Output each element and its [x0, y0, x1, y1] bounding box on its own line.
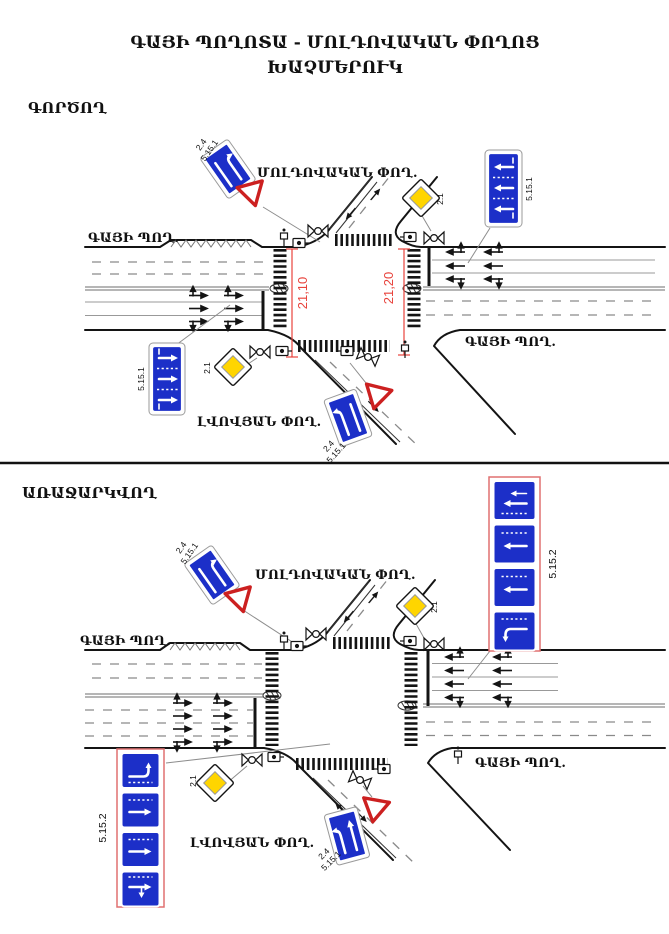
priority-road-sign-s: 2.1	[188, 764, 234, 802]
lane-sign-square	[120, 752, 161, 789]
panel-proposed: ԱՌԱՋԱՐԿՎՈՂ	[22, 476, 666, 908]
traffic-light-icon	[423, 231, 445, 245]
street-label-gai-east: ԳԱՅԻ ՊՈՂ.	[475, 756, 566, 771]
pedestrian-signal-icon	[292, 237, 310, 249]
dimension-west: 21,10	[286, 248, 310, 358]
dimension-east-value: 21,20	[381, 272, 396, 305]
priority-road-sign-ne: 2.1	[402, 179, 445, 217]
lane-sign-square	[492, 523, 537, 565]
traffic-light-icon	[249, 345, 271, 359]
street-label-moldovakan: ՄՈԼԴՈՎԱԿԱՆ ՓՈՂ.	[257, 166, 417, 181]
yield-sign-icon	[364, 382, 394, 411]
yield-sign-icon	[362, 796, 392, 824]
moldovakan-street-markings	[329, 175, 391, 234]
signal-pole-icon	[279, 630, 289, 650]
pedestrian-signal-icon	[373, 763, 391, 775]
sign-code: 5.15.1	[136, 367, 146, 391]
lane-sign-square	[492, 610, 537, 652]
street-label-moldovakan: ՄՈԼԴՈՎԱԿԱՆ ՓՈՂ.	[255, 568, 415, 583]
sign-code: 5.15.1	[524, 177, 534, 201]
traffic-light-icon	[241, 753, 263, 767]
lane-sign-stack-sw: 5.15.2	[97, 748, 165, 908]
lane-sign-square	[120, 831, 161, 868]
pedestrian-signal-icon	[290, 640, 308, 652]
page-title-line1: ԳԱՅԻ ՊՈՂՈՏԱ - ՄՈԼԴՈՎԱԿԱՆ ՓՈՂՈՑ	[130, 33, 539, 53]
pedestrian-signal-icon	[336, 345, 354, 357]
sign-assembly-nw: 2.4 5.15.1	[194, 137, 264, 208]
section-label-proposed: ԱՌԱՋԱՐԿՎՈՂ	[22, 484, 158, 502]
dimension-west-value: 21,10	[295, 277, 310, 310]
sign-assembly-nw: 2.4 5.15.1	[174, 540, 252, 614]
gai-lane-markings-west	[85, 261, 269, 329]
section-label-existing: ԳՈՐԾՈՂ	[28, 99, 108, 117]
page-title-line2: ԽԱՉՄԵՐՈՒԿ	[267, 58, 403, 78]
leader-lines	[175, 206, 491, 389]
street-label-gai-east: ԳԱՅԻ ՊՈՂ.	[465, 335, 556, 350]
sign-assembly-se: 2.4 5.15.1	[316, 796, 392, 873]
lane-arrows-westbound	[446, 243, 504, 288]
sign-code: 5.15.2	[547, 549, 559, 578]
lane-sign-square	[120, 791, 161, 829]
pedestrian-signal-icon	[275, 345, 293, 357]
signal-pole-icon	[279, 227, 289, 247]
lane-sign-square	[492, 480, 537, 521]
lane-arrows-eastbound	[188, 287, 243, 331]
gai-lane-markings-east	[423, 651, 665, 737]
gai-lane-markings-east	[423, 248, 665, 316]
sign-code: 2.1	[202, 362, 212, 374]
lane-sign-square	[120, 870, 161, 908]
moldovakan-street-markings	[327, 578, 389, 637]
street-label-lvovyan: ԼՎՈՎՅԱՆ ՓՈՂ.	[190, 836, 314, 851]
crosswalks	[273, 234, 421, 352]
sign-code: 2.1	[188, 775, 198, 787]
lane-sign-square	[492, 567, 537, 608]
lane-direction-sign-ne: 5.15.1	[484, 149, 534, 228]
dimension-east: 21,20	[381, 248, 410, 356]
traffic-light-icon	[347, 770, 373, 790]
crosswalks	[265, 637, 418, 770]
street-label-lvovyan: ԼՎՈՎՅԱՆ ՓՈՂ.	[197, 415, 321, 430]
yield-sign-icon	[223, 585, 252, 614]
panel-existing: ԳՈՐԾՈՂ	[28, 99, 666, 465]
priority-road-sign-s: 2.1	[202, 348, 252, 386]
sign-code: 2.1	[435, 193, 445, 205]
sign-code: 5.15.2	[97, 813, 109, 842]
lane-direction-sign-sw: 5.15.1	[136, 342, 186, 416]
priority-road-sign-ne: 2.1	[396, 587, 439, 625]
gai-lane-markings-west	[85, 663, 263, 747]
yield-sign-icon	[235, 179, 264, 208]
street-label-gai-west: ԳԱՅԻ ՊՈՂ.	[80, 634, 171, 649]
street-label-gai-west: ԳԱՅԻ ՊՈՂ.	[88, 231, 179, 246]
traffic-light-icon	[423, 637, 445, 651]
sign-assembly-se: 2.4 5.15.1	[321, 382, 394, 465]
signal-pole-icon	[453, 745, 463, 765]
lane-sign-stack-ne: 5.15.2	[488, 476, 559, 652]
sign-code: 2.1	[429, 601, 439, 613]
